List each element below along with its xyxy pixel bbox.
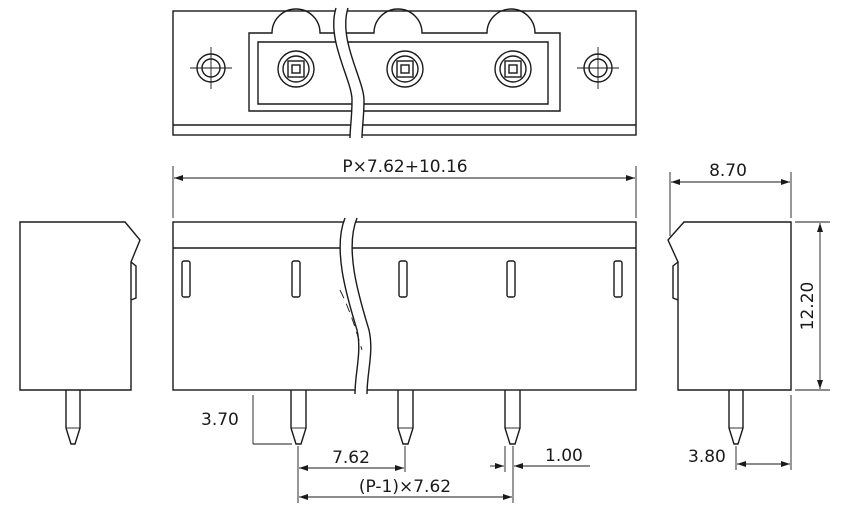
right-side-view: 8.70 12.20 3.80 (667, 161, 830, 470)
top-view-screw-2 (386, 50, 424, 88)
top-view-break-line-left (333, 7, 353, 139)
dim-pin-width-label: 1.00 (545, 446, 583, 466)
top-view (172, 7, 637, 139)
top-view-mounting-hole-right (577, 47, 619, 89)
right-side-view-pin (728, 390, 744, 445)
front-view-break-dashes (339, 289, 363, 351)
top-view-break-band (333, 8, 364, 138)
dim-depth-label: 8.70 (709, 161, 747, 181)
top-view-mounting-hole-left (190, 47, 232, 89)
right-side-view-step (672, 261, 679, 301)
front-view-pin-3 (504, 390, 521, 445)
left-side-view-body (19, 221, 141, 391)
right-side-view-body (667, 221, 792, 391)
top-view-inner-frame (248, 8, 561, 112)
left-side-view-step (130, 261, 137, 301)
top-view-screw-1 (277, 50, 315, 88)
dim-pin-length-label: 3.70 (201, 410, 239, 430)
top-view-inner-frame-inset (257, 41, 549, 105)
front-view-pin-1 (290, 390, 307, 445)
front-view-break-line-left (339, 217, 360, 395)
top-view-screw-3 (494, 50, 532, 88)
front-view-body (172, 221, 637, 391)
left-side-view (19, 221, 141, 445)
left-side-view-pin (65, 390, 81, 445)
front-view-slot (506, 260, 516, 298)
top-view-break-line-right (345, 7, 365, 139)
front-view-pin-2 (397, 390, 414, 445)
dim-pitch-label: 7.62 (332, 448, 370, 468)
front-view-slot (181, 260, 191, 298)
front-view-break-line-right (351, 217, 372, 395)
front-view: P×7.62+10.16 3.70 7.62 1.00 (P-1)×7.62 (172, 157, 637, 503)
top-view-outline (172, 10, 637, 136)
front-view-break-band (340, 218, 371, 394)
dim-side-pin-offset-label: 3.80 (688, 447, 726, 467)
front-view-slot (613, 260, 623, 298)
dim-total-length-label: P×7.62+10.16 (342, 157, 467, 177)
dim-height-label: 12.20 (798, 282, 818, 331)
front-view-slot (291, 260, 301, 298)
front-view-slot (398, 260, 408, 298)
dim-span-label: (P-1)×7.62 (359, 477, 451, 497)
